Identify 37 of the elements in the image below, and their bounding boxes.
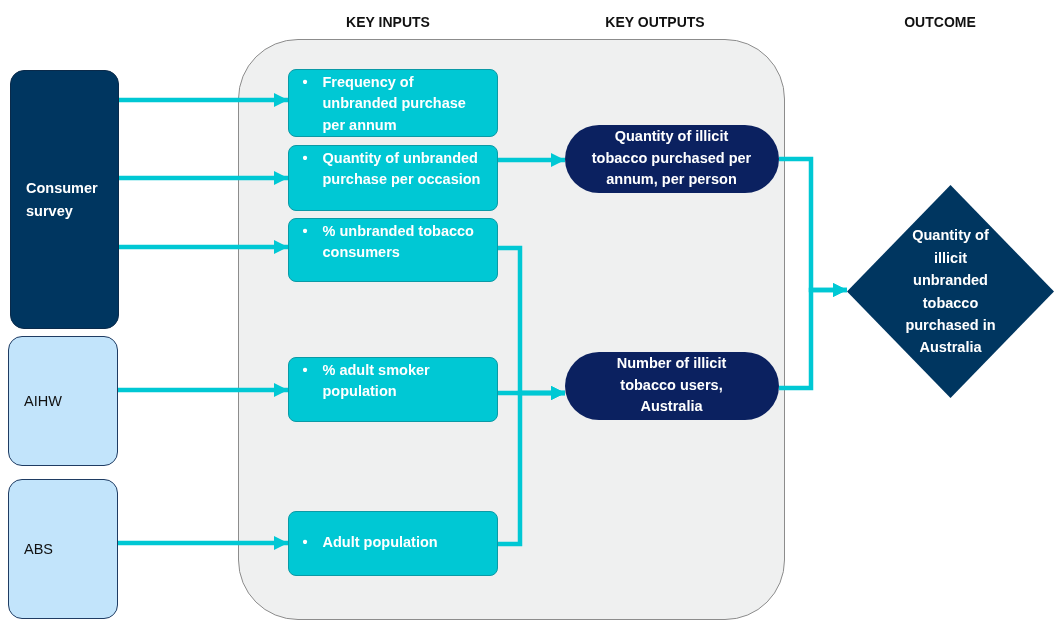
input-label: Frequency of unbranded purchase per annum: [322, 72, 467, 135]
bullet-mark: •: [302, 221, 309, 241]
bullet-mark: •: [302, 148, 309, 168]
node-label: Consumer survey: [26, 179, 99, 221]
column-heading: KEY OUTPUTS: [605, 14, 705, 30]
arrow: [498, 385, 565, 547]
node-label: Quantity of illicit tobacco purchased per annum, per person: [590, 126, 753, 190]
input-box: [287, 510, 498, 576]
arrow: [119, 170, 288, 186]
input-box: [287, 356, 498, 422]
input-label: Adult population: [322, 533, 439, 553]
node-label: Number of illicit tobacco users, Australia: [615, 353, 728, 417]
arrow: [118, 382, 288, 398]
input-box: [287, 144, 498, 211]
input-label: Quantity of unbranded purchase per occasion: [322, 148, 482, 190]
input-box: [287, 217, 498, 282]
arrow: [119, 239, 288, 255]
arrow: [119, 92, 288, 108]
arrow: [779, 282, 847, 391]
column-heading: KEY INPUTS: [346, 14, 430, 30]
node-label: Quantity of illicit unbranded tobacco purchased in Australia: [904, 226, 997, 358]
bullet-mark: •: [302, 72, 309, 92]
input-box: [287, 68, 498, 137]
source-box: [8, 479, 118, 619]
input-label: % adult smoker population: [322, 360, 431, 402]
input-label: % unbranded tobacco consumers: [322, 221, 475, 263]
bullet-mark: •: [302, 533, 309, 553]
node-label: AIHW: [24, 393, 62, 409]
column-heading: OUTCOME: [904, 14, 976, 30]
arrow: [498, 152, 565, 168]
bullet-mark: •: [302, 360, 309, 380]
decision-diamond: [847, 185, 1054, 398]
group-panel: [238, 39, 785, 620]
source-box: [8, 336, 118, 466]
arrow: [118, 535, 288, 551]
node-label: ABS: [24, 541, 53, 557]
source-box: [10, 70, 119, 329]
